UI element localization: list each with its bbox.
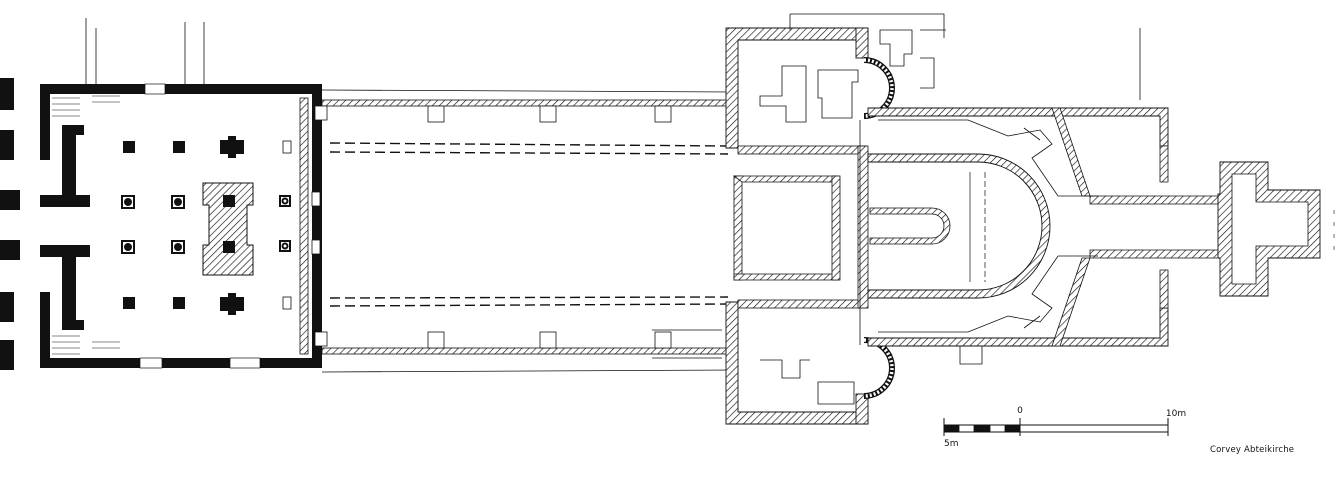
scale-bar: 0 5m 10m (943, 406, 1186, 449)
transept (652, 13, 1141, 425)
nave (299, 89, 735, 373)
scale-label-right: 10m (1166, 409, 1186, 419)
apse (867, 107, 1335, 365)
scale-label-left: 5m (944, 439, 959, 449)
plan-caption: Corvey Abteikirche (1210, 445, 1294, 455)
scale-label-zero: 0 (1017, 406, 1023, 416)
westwork (0, 18, 322, 370)
